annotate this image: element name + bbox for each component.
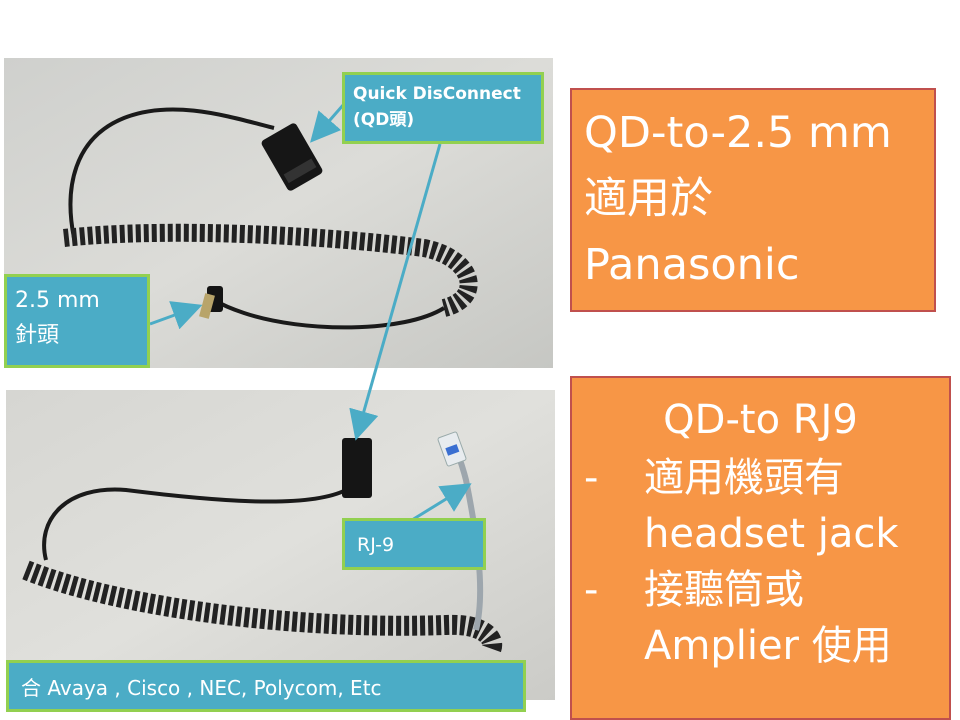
callout-compat-label: 合 Avaya , Cisco , NEC, Polycom, Etc: [21, 676, 382, 700]
bullet-dash: -: [584, 455, 599, 501]
box-rj9-bullet-1: - 適用機頭有 headset jack: [584, 450, 937, 562]
25mm-plug: [199, 286, 223, 319]
callout-rj9: RJ-9: [342, 518, 486, 570]
box-qd-to-25mm: QD-to-2.5 mm 適用於 Panasonic: [570, 88, 936, 312]
callout-qd-line2: (QD頭): [353, 110, 415, 130]
box-rj9-heading: QD-to RJ9: [663, 397, 858, 443]
box-qd-to-rj9: QD-to RJ9 - 適用機頭有 headset jack - 接聽筒或 Am…: [570, 376, 951, 720]
box-panasonic-line3: Panasonic: [584, 240, 800, 290]
box-panasonic-line1: QD-to-2.5 mm: [584, 108, 892, 158]
callout-rj9-label: RJ-9: [357, 534, 395, 556]
box-rj9-bullet-2: - 接聽筒或 Amplier 使用: [584, 562, 937, 674]
bullet2-line2: Amplier 使用: [644, 623, 892, 669]
callout-quick-disconnect: Quick DisConnect (QD頭): [342, 72, 544, 144]
qd-connector-bottom: [342, 438, 372, 498]
bullet2-line1: 接聽筒或: [644, 567, 804, 613]
bullet1-line1: 適用機頭有: [644, 455, 844, 501]
bullet1-line2: headset jack: [644, 511, 899, 557]
qd-connector-top: [261, 123, 323, 191]
coiled-cord-bottom: [22, 560, 503, 655]
bullet-dash: -: [584, 567, 599, 613]
callout-25mm-jack: 2.5 mm 針頭: [4, 274, 150, 368]
callout-25-line2: 針頭: [15, 323, 60, 348]
callout-compatibility: 合 Avaya , Cisco , NEC, Polycom, Etc: [6, 660, 526, 712]
rj9-plug: [437, 431, 467, 467]
box-panasonic-line2: 適用於: [584, 174, 713, 224]
callout-qd-line1: Quick DisConnect: [353, 84, 521, 104]
callout-25-line1: 2.5 mm: [15, 288, 100, 313]
